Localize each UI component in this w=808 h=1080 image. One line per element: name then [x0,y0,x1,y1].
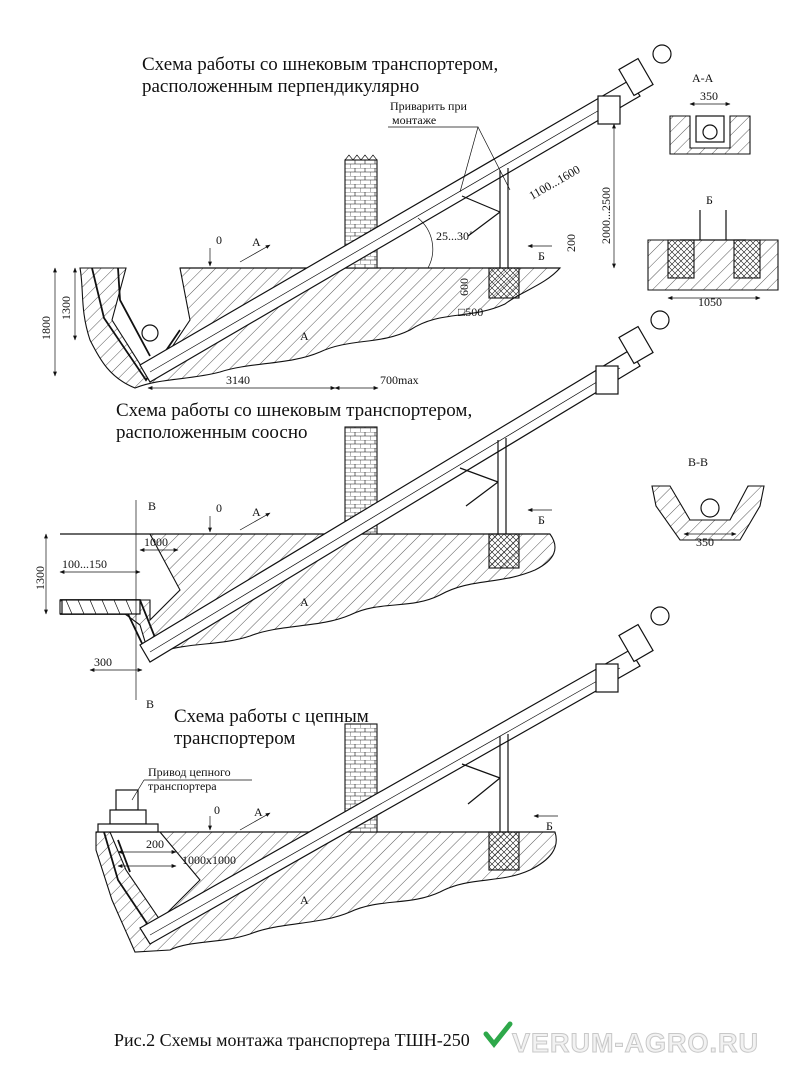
section-view-b: Б 1050 [647,193,779,309]
scheme-perpendicular: Схема работы со шнековым транспортером, … [39,44,672,390]
section-vv-label: В-В [688,455,708,469]
watermark-text: VERUM-AGRO.RU [512,1028,759,1058]
scheme-chain: Схема работы с цепным транспортером Прив… [95,606,670,953]
scheme2-section-a-top: А [252,505,261,519]
scheme3-footing [488,831,520,871]
section-b-dim: 1050 [698,295,722,309]
section-vv-dim: 350 [696,535,714,549]
scheme3-motor [618,606,670,663]
scheme2-dim-100-150: 100...150 [62,557,107,571]
scheme2-section-v-bottom: В [146,697,154,711]
scheme3-section-a-top: А [254,805,263,819]
scheme3-drive-note-line2: транспортера [148,779,217,793]
watermark-check-icon [483,1021,513,1049]
scheme1-conveyor-tube [139,79,641,383]
scheme1-section-b: Б [538,249,545,263]
scheme1-weld-note-line2: монтаже [392,113,436,127]
scheme1-dim-3140: 3140 [226,373,250,387]
scheme2-conveyor-tube [139,349,641,663]
scheme1-dim-2000-2500: 2000...2500 [599,187,613,244]
scheme2-discharge-box [595,365,619,395]
section-aa-dim: 350 [700,89,718,103]
scheme3-section-a-bottom: А [300,893,309,907]
section-b-label: Б [706,193,713,207]
watermark: VERUM-AGRO.RU [483,1021,759,1059]
scheme2-motor [618,310,670,365]
scheme1-title-line2: расположенным перпендикулярно [142,76,419,97]
scheme1-title-line1: Схема работы со шнековым транспортером, [142,54,498,75]
scheme2-section-a-bottom: А [300,595,309,609]
scheme2-dim-1000: 1000 [144,535,168,549]
scheme1-weld-note-line1: Приварить при [390,99,467,113]
scheme3-ground [95,831,557,953]
scheme3-conveyor-tube [139,649,641,945]
scheme2-auger [61,599,141,615]
scheme1-section-a-top: А [252,235,261,249]
scheme1-discharge-box [597,95,621,125]
scheme3-section-b: Б [546,819,553,833]
scheme3-discharge-box [595,663,619,693]
scheme3-dim-200: 200 [146,837,164,851]
section-view-aa: А-А 350 [669,71,751,155]
scheme1-support-leg [461,168,509,268]
scheme1-dim-1300: 1300 [59,296,73,320]
scheme1-section-a-bottom: А [300,329,309,343]
scheme2-footing [488,533,520,569]
figure-caption: Рис.2 Схемы монтажа транспортера ТШН-250 [114,1030,470,1050]
scheme3-title-line2: транспортером [174,728,295,749]
scheme-coaxial: Схема работы со шнековым транспортером, … [33,310,670,711]
scheme1-motor [618,44,672,97]
scheme1-dim-700max: 700max [380,373,419,387]
scheme1-zero-level: 0 [216,233,222,247]
scheme1-dim-1100-1600: 1100...1600 [527,162,583,202]
scheme3-drive-note-line1: Привод цепного [148,765,231,779]
scheme2-zero-level: 0 [216,501,222,515]
scheme3-chain-drive [97,789,159,833]
scheme1-ground [79,267,562,389]
scheme3-title-line1: Схема работы с цепным [174,706,369,727]
scheme2-title-line1: Схема работы со шнековым транспортером, [116,400,472,421]
scheme1-footing [488,267,520,299]
scheme1-angle: 25...30˚ [436,229,473,243]
scheme2-section-b: Б [538,513,545,527]
scheme2-dim-1300: 1300 [33,566,47,590]
scheme1-dim-500: □500 [458,305,483,319]
scheme1-dim-600: 600 [457,278,471,296]
scheme3-dim-1000x1000: 1000x1000 [182,853,236,867]
scheme2-title-line2: расположенным соосно [116,422,307,443]
section-aa-label: А-А [692,71,714,85]
scheme3-zero-level: 0 [214,803,220,817]
scheme2-dim-300: 300 [94,655,112,669]
scheme2-support-leg [459,438,507,534]
scheme1-dim-200: 200 [564,234,578,252]
scheme1-dim-1800: 1800 [39,316,53,340]
section-view-vv: В-В 350 [651,455,765,549]
scheme1-feed-roller [141,324,159,342]
scheme3-support-leg [461,734,509,832]
scheme2-section-v-top: В [148,499,156,513]
